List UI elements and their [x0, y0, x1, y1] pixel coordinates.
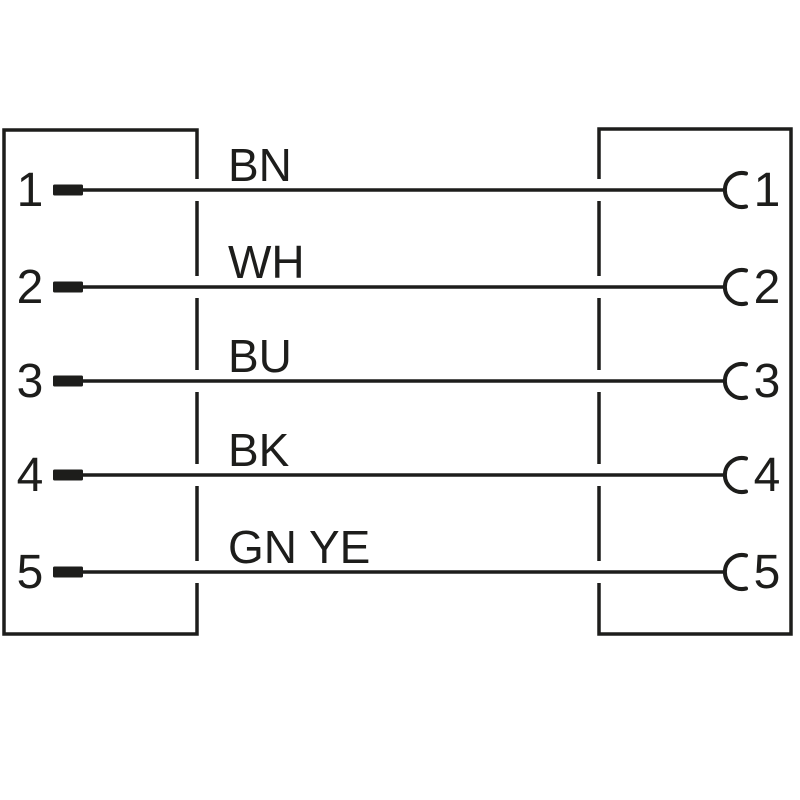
male-pin-contact-icon	[53, 469, 83, 481]
right-pin-number: 1	[754, 164, 781, 217]
wire-row: 3 3 BU	[17, 330, 781, 408]
wire-row: 2 2 WH	[17, 236, 781, 314]
wire-color-label: BU	[228, 330, 292, 382]
wire-row: 4 4 BK	[17, 424, 781, 502]
wire-row: 5 5 GN YE	[17, 521, 781, 599]
left-pin-number: 1	[17, 164, 44, 217]
female-socket-contact-icon	[722, 171, 748, 209]
right-pin-number: 2	[754, 261, 781, 314]
left-pin-number: 4	[17, 449, 44, 502]
wire-row: 1 1 BN	[17, 139, 781, 217]
wire-color-label: GN YE	[228, 521, 370, 573]
male-pin-contact-icon	[53, 184, 83, 196]
female-socket-contact-icon	[722, 362, 748, 400]
female-socket-contact-icon	[722, 456, 748, 494]
wire-color-label: BN	[228, 139, 292, 191]
left-pin-number: 3	[17, 355, 44, 408]
wire-color-label: WH	[228, 236, 305, 288]
male-pin-contact-icon	[53, 375, 83, 387]
female-socket-contact-icon	[722, 553, 748, 591]
male-pin-contact-icon	[53, 281, 83, 293]
left-pin-number: 5	[17, 546, 44, 599]
right-pin-number: 3	[754, 355, 781, 408]
right-pin-number: 5	[754, 546, 781, 599]
male-pin-contact-icon	[53, 566, 83, 578]
left-pin-number: 2	[17, 261, 44, 314]
wire-color-label: BK	[228, 424, 290, 476]
right-pin-number: 4	[754, 449, 781, 502]
female-socket-contact-icon	[722, 268, 748, 306]
